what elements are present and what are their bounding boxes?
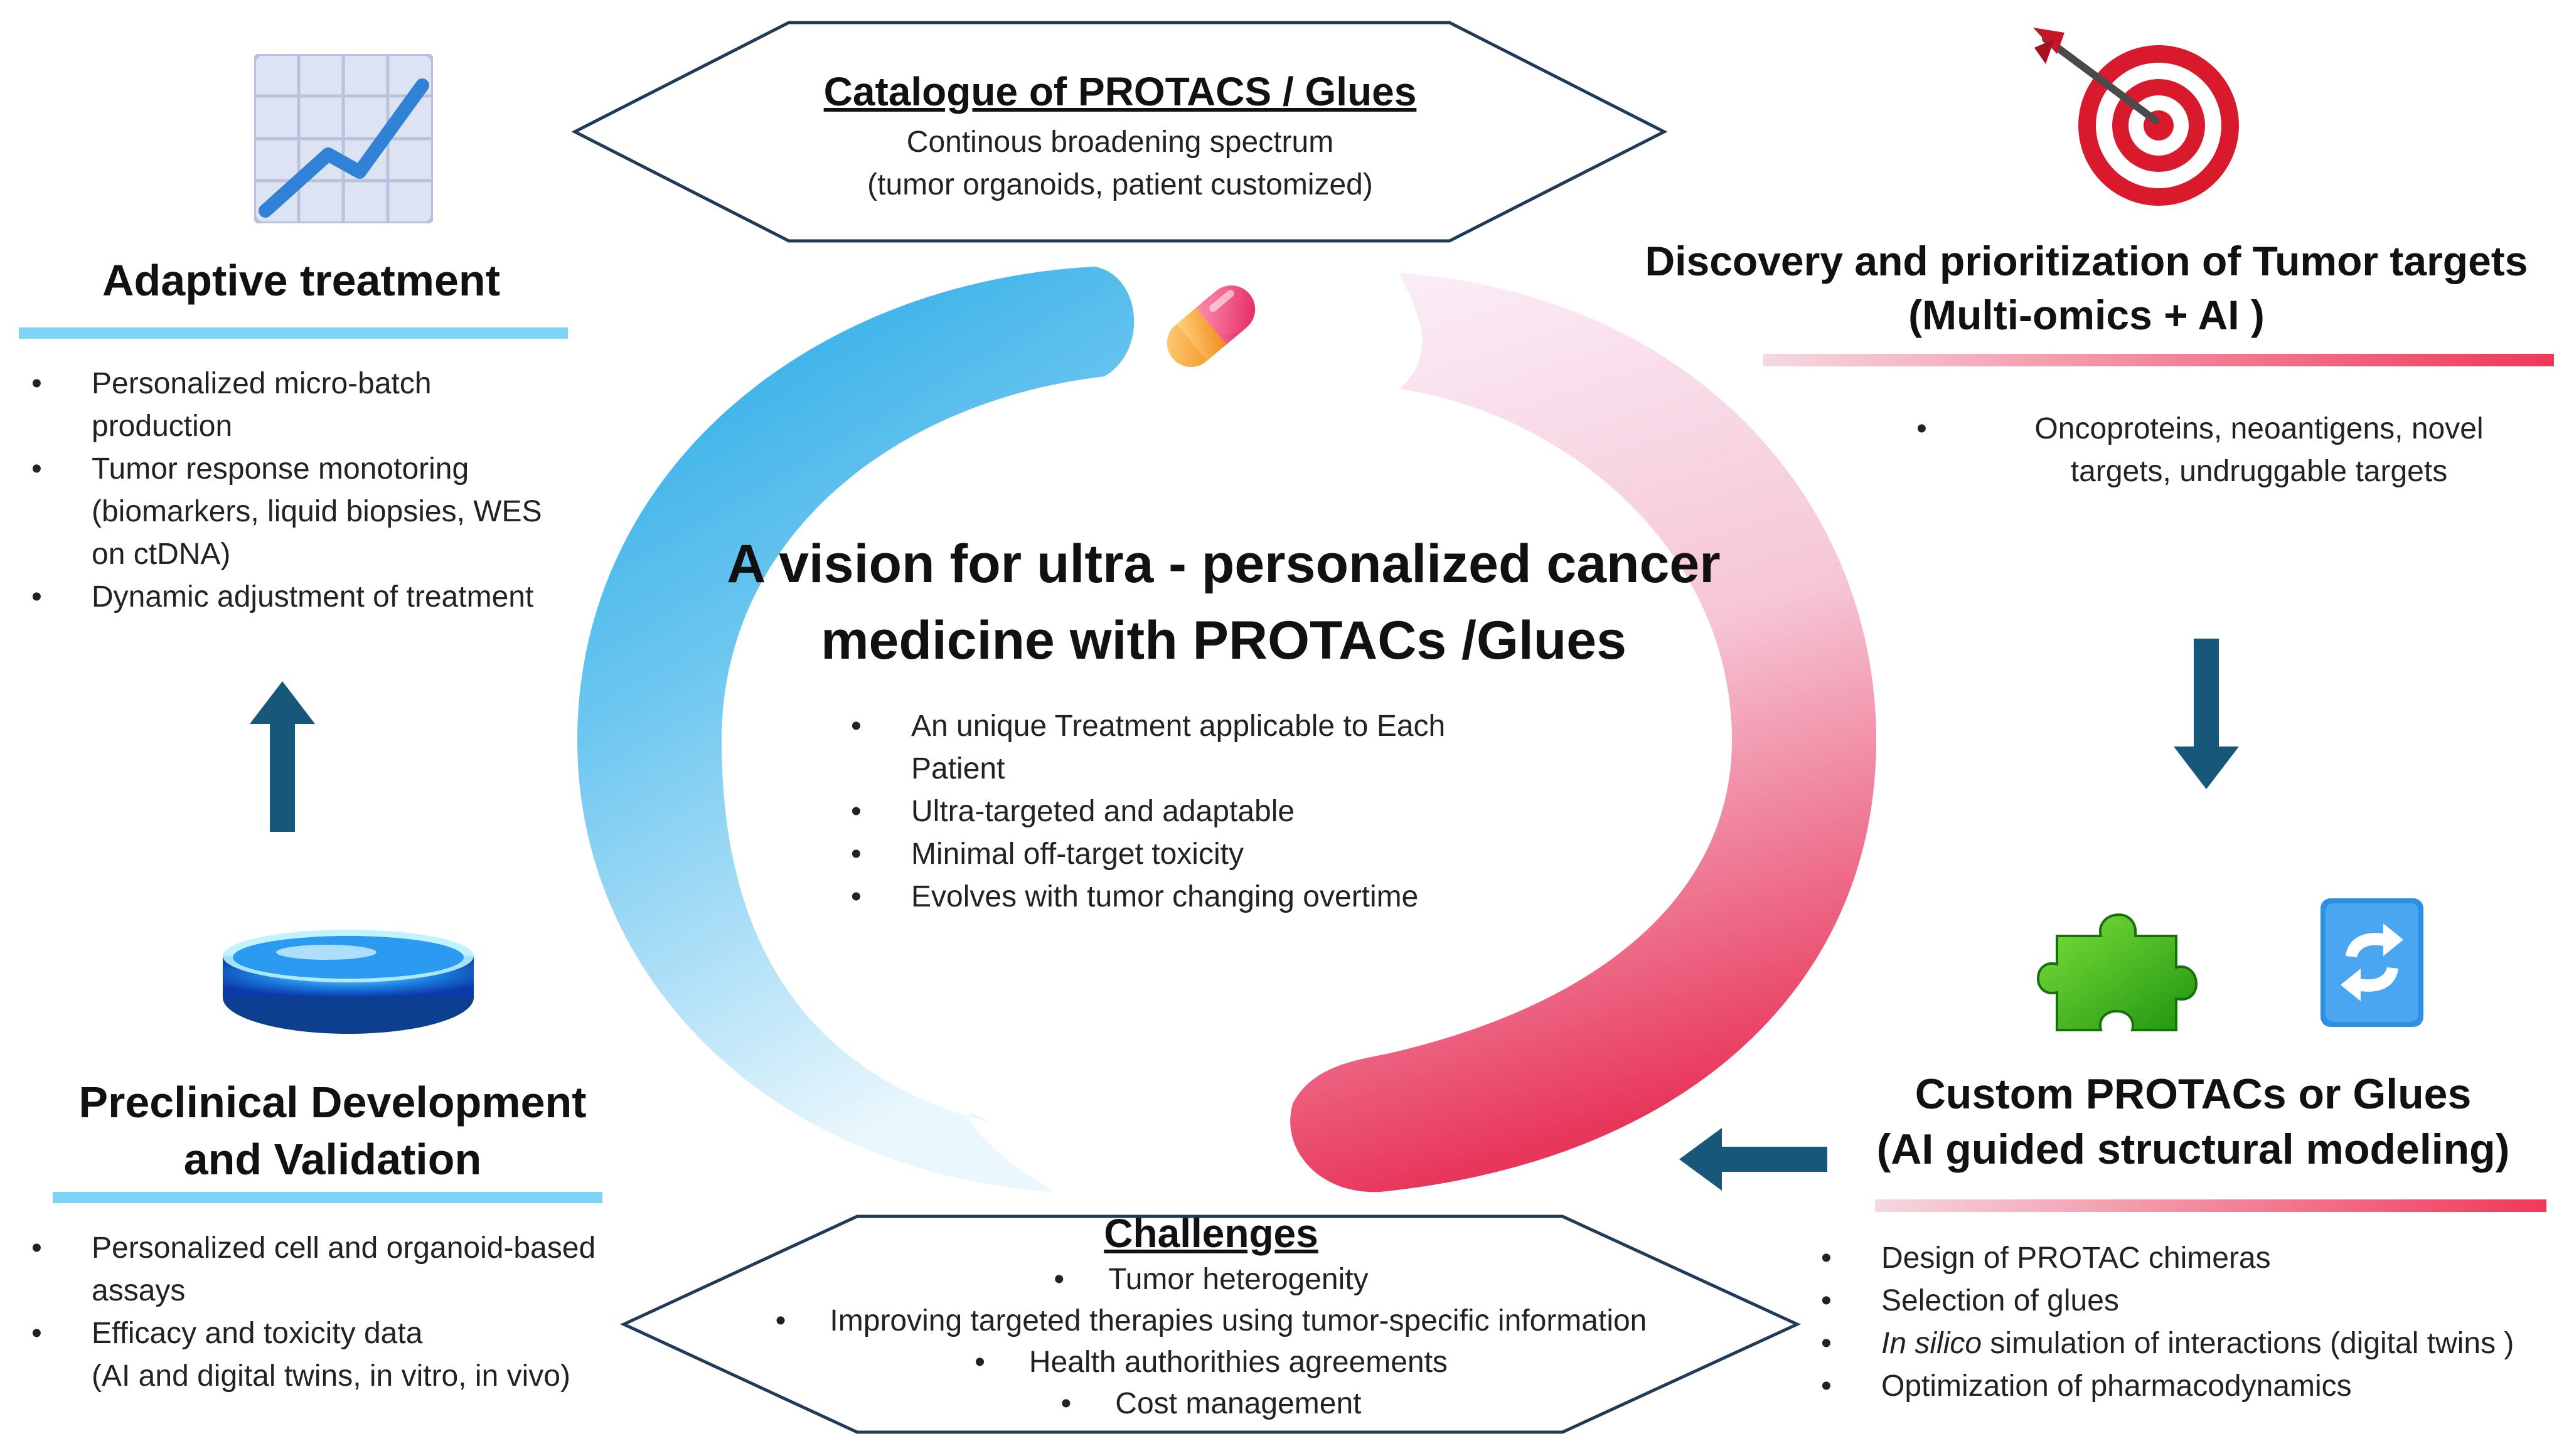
refresh-icon [2321,898,2423,1027]
custom-title: Custom PROTACs or Glues (AI guided struc… [1845,1066,2541,1177]
custom-bullet: Selection of glues [1821,1280,2565,1322]
discovery-title-line2: (Multi-omics + AI ) [1908,291,2265,338]
challenges-list: Tumor heterogenity Improving targeted th… [690,1259,1732,1425]
preclinical-underline [53,1192,602,1203]
catalogue-title: Catalogue of PROTACS / Glues [823,69,1417,114]
preclinical-title: Preclinical Development and Validation [50,1074,615,1188]
custom-bullets: Design of PROTAC chimeras Selection of g… [1821,1237,2565,1408]
custom-title-line2: (AI guided structural modeling) [1876,1125,2510,1174]
arrow-down-icon [2174,639,2239,789]
chart-icon [254,54,433,223]
preclinical-bullet: Personalized cell and organoid-basedassa… [31,1227,644,1312]
adaptive-bullet: Tumor response monotoring(biomarkers, li… [31,448,606,576]
arrow-up-icon [250,681,315,832]
adaptive-bullet: Dynamic adjustment of treatment [31,576,606,619]
adaptive-title: Adaptive treatment [102,256,501,305]
custom-underline [1875,1199,2546,1212]
vision-title-line2: medicine with PROTACs /Glues [821,610,1626,671]
catalogue-block: Catalogue of PROTACS / Glues Continous b… [690,68,1550,206]
preclinical-bullet: Efficacy and toxicity data (AI and digit… [31,1312,644,1398]
catalogue-hexagon [571,21,1668,243]
ring-blue-arc [577,267,1135,1192]
discovery-underline [1763,354,2554,366]
catalogue-line1: Continous broadening spectrum [906,125,1334,159]
challenges-block: Challenges Tumor heterogenity Improving … [690,1209,1732,1425]
discovery-title: Discovery and prioritization of Tumor ta… [1632,235,2541,343]
discovery-bullet: Oncoproteins, neoantigens, noveltargets,… [1916,408,2541,493]
ring-pink-arc [1290,273,1876,1193]
challenge-item: Improving targeted therapies using tumor… [690,1300,1732,1342]
adaptive-underline [19,327,568,339]
preclinical-bullets: Personalized cell and organoid-basedassa… [31,1227,644,1398]
petri-dish-icon [223,930,474,1034]
vision-bullet: Ultra-targeted and adaptable [851,790,1727,833]
preclinical-title-line2: and Validation [183,1135,482,1184]
catalogue-line2: (tumor organoids, patient customized) [867,167,1373,201]
puzzle-piece-icon [2037,913,2198,1031]
custom-bullet: Optimization of pharmacodynamics [1821,1365,2565,1408]
arrow-left-icon [1679,1128,1827,1191]
challenge-item: Tumor heterogenity [690,1259,1732,1300]
custom-title-line1: Custom PROTACs or Glues [1915,1070,2472,1118]
custom-bullet: In silico simulation of interactions (di… [1821,1322,2565,1365]
preclinical-title-line1: Preclinical Development [78,1078,587,1127]
challenge-item: Health authorithies agreements [690,1342,1732,1383]
discovery-title-line1: Discovery and prioritization of Tumor ta… [1645,238,2528,284]
vision-title: A vision for ultra - personalized cancer… [659,526,1788,679]
challenges-title: Challenges [1104,1211,1318,1256]
vision-bullet: Evolves with tumor changing overtime [851,876,1727,918]
vision-bullet: An unique Treatment applicable to EachPa… [851,705,1727,790]
target-dart-icon [2033,28,2239,206]
vision-bullet: Minimal off-target toxicity [851,833,1727,876]
vision-title-line1: A vision for ultra - personalized cancer [727,534,1721,594]
vision-bullets: An unique Treatment applicable to EachPa… [851,705,1727,918]
in-silico-text: In silico [1881,1327,1982,1360]
pill-icon [1167,285,1256,367]
discovery-bullets: Oncoproteins, neoantigens, noveltargets,… [1916,408,2541,493]
challenge-item: Cost management [690,1383,1732,1425]
custom-bullet: Design of PROTAC chimeras [1821,1237,2565,1280]
